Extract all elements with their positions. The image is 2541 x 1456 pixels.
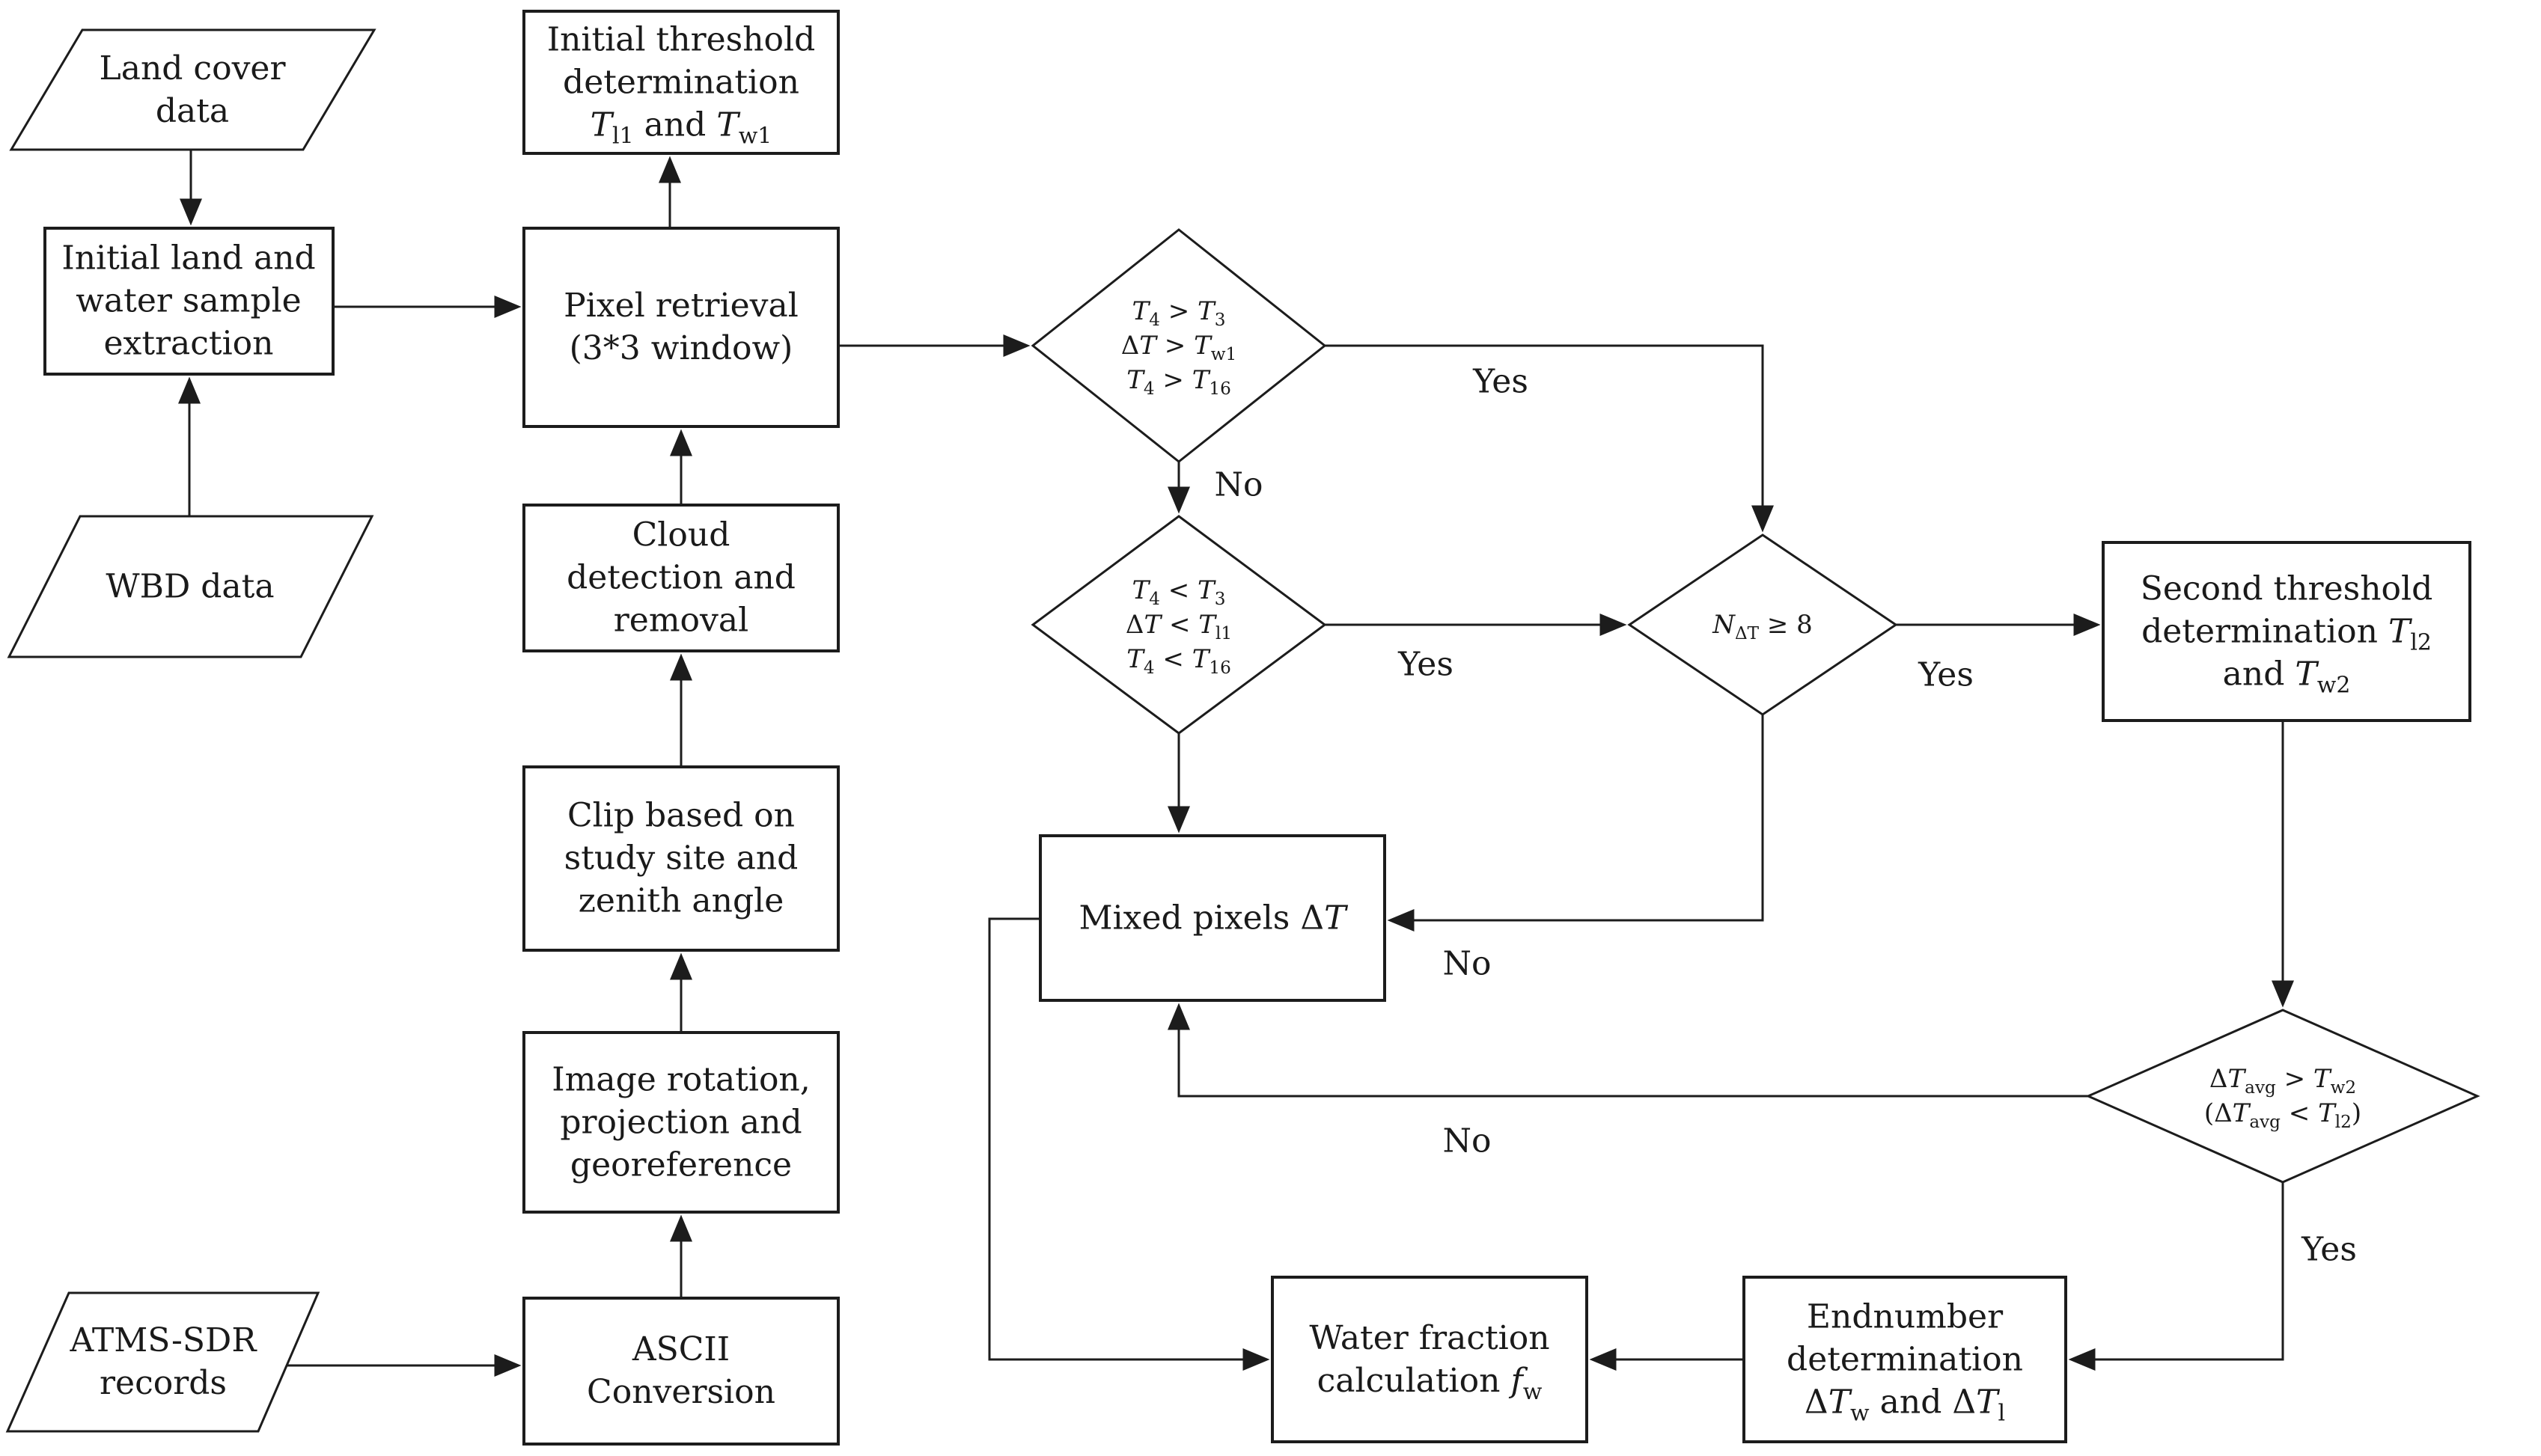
decision-avg-shape: [2085, 1009, 2480, 1184]
edge-label-no-avg: No: [1442, 1122, 1492, 1160]
second-threshold-label: Second threshold determination Tl2 and T…: [2140, 569, 2433, 699]
decision-count-label: NΔT ≥ 8: [1712, 610, 1813, 643]
ascii-conversion-label: ASCII Conversion: [587, 1330, 775, 1411]
land-cover-data-label: Land cover data: [99, 49, 286, 130]
edge-decisionavg-yes-to-endnumber: [2068, 1182, 2284, 1371]
edge-mixed-to-waterfraction: [988, 917, 1270, 1371]
cloud-detection-shape: [522, 504, 840, 652]
edge-decisionavg-no-to-mixed: [1168, 1003, 2088, 1098]
cloud-detection-label: Cloud detection and removal: [567, 516, 796, 640]
mixed-pixels-label: Mixed pixels ΔT: [1079, 899, 1346, 937]
decision-cold-shape: [1031, 515, 1327, 735]
decision-avg-label: ΔTavg > Tw2 (ΔTavg < Tl2): [2203, 1064, 2362, 1132]
decision-warm-label: T4 > T3 ΔT > Tw1 T4 > T16: [1120, 296, 1237, 399]
water-fraction-label: Water fraction calculation fw: [1309, 1319, 1550, 1405]
land-cover-data-shape: [9, 28, 376, 151]
water-fraction-shape: [1271, 1276, 1588, 1443]
initial-sample-extraction-label: Initial land and water sample extraction: [61, 239, 316, 363]
pixel-retrieval-shape: [522, 227, 840, 428]
initial-threshold-shape: [522, 10, 840, 155]
decision-warm-shape: [1031, 228, 1327, 463]
atms-sdr-records-shape: [5, 1291, 320, 1433]
ascii-conversion-shape: [522, 1297, 840, 1446]
endnumber-shape: [1742, 1276, 2067, 1443]
decision-count-shape: [1627, 533, 1898, 716]
image-rotation-label: Image rotation, projection and georefere…: [552, 1060, 811, 1184]
initial-threshold-label: Initial threshold determination Tl1 and …: [546, 20, 816, 150]
wbd-data-label: WBD data: [106, 567, 275, 606]
clip-shape: [522, 765, 840, 952]
edge-label-yes-warm: Yes: [1473, 362, 1528, 401]
edge-label-no-warm: No: [1214, 465, 1263, 504]
edge-label-yes-avg: Yes: [2301, 1230, 2357, 1269]
edge-label-yes-cold: Yes: [1398, 645, 1453, 684]
image-rotation-shape: [522, 1031, 840, 1214]
edge-label-yes-count: Yes: [1918, 655, 1974, 694]
decision-cold-label: T4 < T3 ΔT < Tl1 T4 < T16: [1125, 575, 1233, 678]
endnumber-label: Endnumber determination ΔTw and ΔTl: [1787, 1297, 2023, 1427]
second-threshold-shape: [2102, 541, 2471, 722]
edge-decisionwarm-yes-to-count: [1325, 344, 1774, 533]
clip-label: Clip based on study site and zenith angl…: [564, 796, 799, 920]
edge-label-no-count: No: [1442, 944, 1492, 983]
mixed-pixels-shape: [1039, 834, 1386, 1002]
wbd-data-shape: [7, 515, 374, 658]
atms-sdr-records-label: ATMS-SDR records: [70, 1321, 257, 1402]
initial-sample-extraction-shape: [43, 227, 335, 376]
edge-count-no-to-mixed: [1387, 715, 1764, 932]
pixel-retrieval-label: Pixel retrieval (3*3 window): [564, 287, 799, 367]
